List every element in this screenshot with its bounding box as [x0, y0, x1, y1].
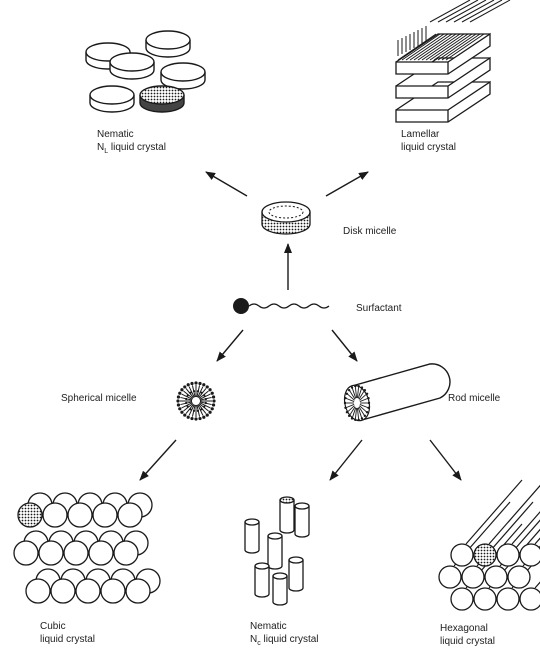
- label-hexagonal-line2: liquid crystal: [440, 635, 495, 648]
- label-nematic-disk-text: liquid crystal: [108, 142, 166, 153]
- label-cubic-line1: Cubic: [40, 620, 95, 633]
- arrow-to-nematic-disk: [206, 172, 247, 196]
- label-lamellar: Lamellar liquid crystal: [401, 128, 456, 154]
- hexagonal-crystal-drawing: [439, 480, 540, 610]
- arrow-to-spherical-micelle: [217, 330, 243, 361]
- label-cubic: Cubic liquid crystal: [40, 620, 95, 646]
- label-nematic-rod-line1: Nematic: [250, 620, 319, 633]
- label-nematic-rod-text: liquid crystal: [261, 634, 319, 645]
- label-nematic-rod: Nematic Nc liquid crystal: [250, 620, 319, 650]
- lamellar-crystal-drawing: [396, 0, 510, 122]
- label-hexagonal-line1: Hexagonal: [440, 622, 495, 635]
- disk-micelle-drawing: [262, 202, 310, 234]
- label-nematic-disk-line2: NL liquid crystal: [97, 141, 166, 158]
- arrow-to-lamellar: [326, 172, 368, 196]
- label-disk-micelle: Disk micelle: [343, 225, 396, 238]
- label-surfactant: Surfactant: [356, 302, 402, 315]
- label-hexagonal: Hexagonal liquid crystal: [440, 622, 495, 648]
- nematic-disk-crystal-drawing: [86, 31, 205, 112]
- arrow-to-nematic-rod: [330, 440, 362, 480]
- arrow-to-cubic: [140, 440, 176, 480]
- label-nematic-disk-line1: Nematic: [97, 128, 166, 141]
- label-spherical-micelle: Spherical micelle: [61, 392, 137, 405]
- label-nematic-rod-line2: Nc liquid crystal: [250, 633, 319, 650]
- label-cubic-line2: liquid crystal: [40, 633, 95, 646]
- arrow-to-hexagonal: [430, 440, 461, 480]
- label-nematic-disk: Nematic NL liquid crystal: [97, 128, 166, 158]
- nematic-rod-crystal-drawing: [245, 497, 309, 605]
- surfactant-drawing: [233, 298, 329, 314]
- spherical-micelle-drawing: [176, 381, 215, 420]
- label-lamellar-line1: Lamellar: [401, 128, 456, 141]
- arrow-to-rod-micelle: [332, 330, 357, 361]
- cubic-crystal-drawing: [14, 493, 160, 603]
- rod-micelle-drawing: [341, 364, 450, 424]
- label-rod-micelle: Rod micelle: [448, 392, 500, 405]
- label-lamellar-line2: liquid crystal: [401, 141, 456, 154]
